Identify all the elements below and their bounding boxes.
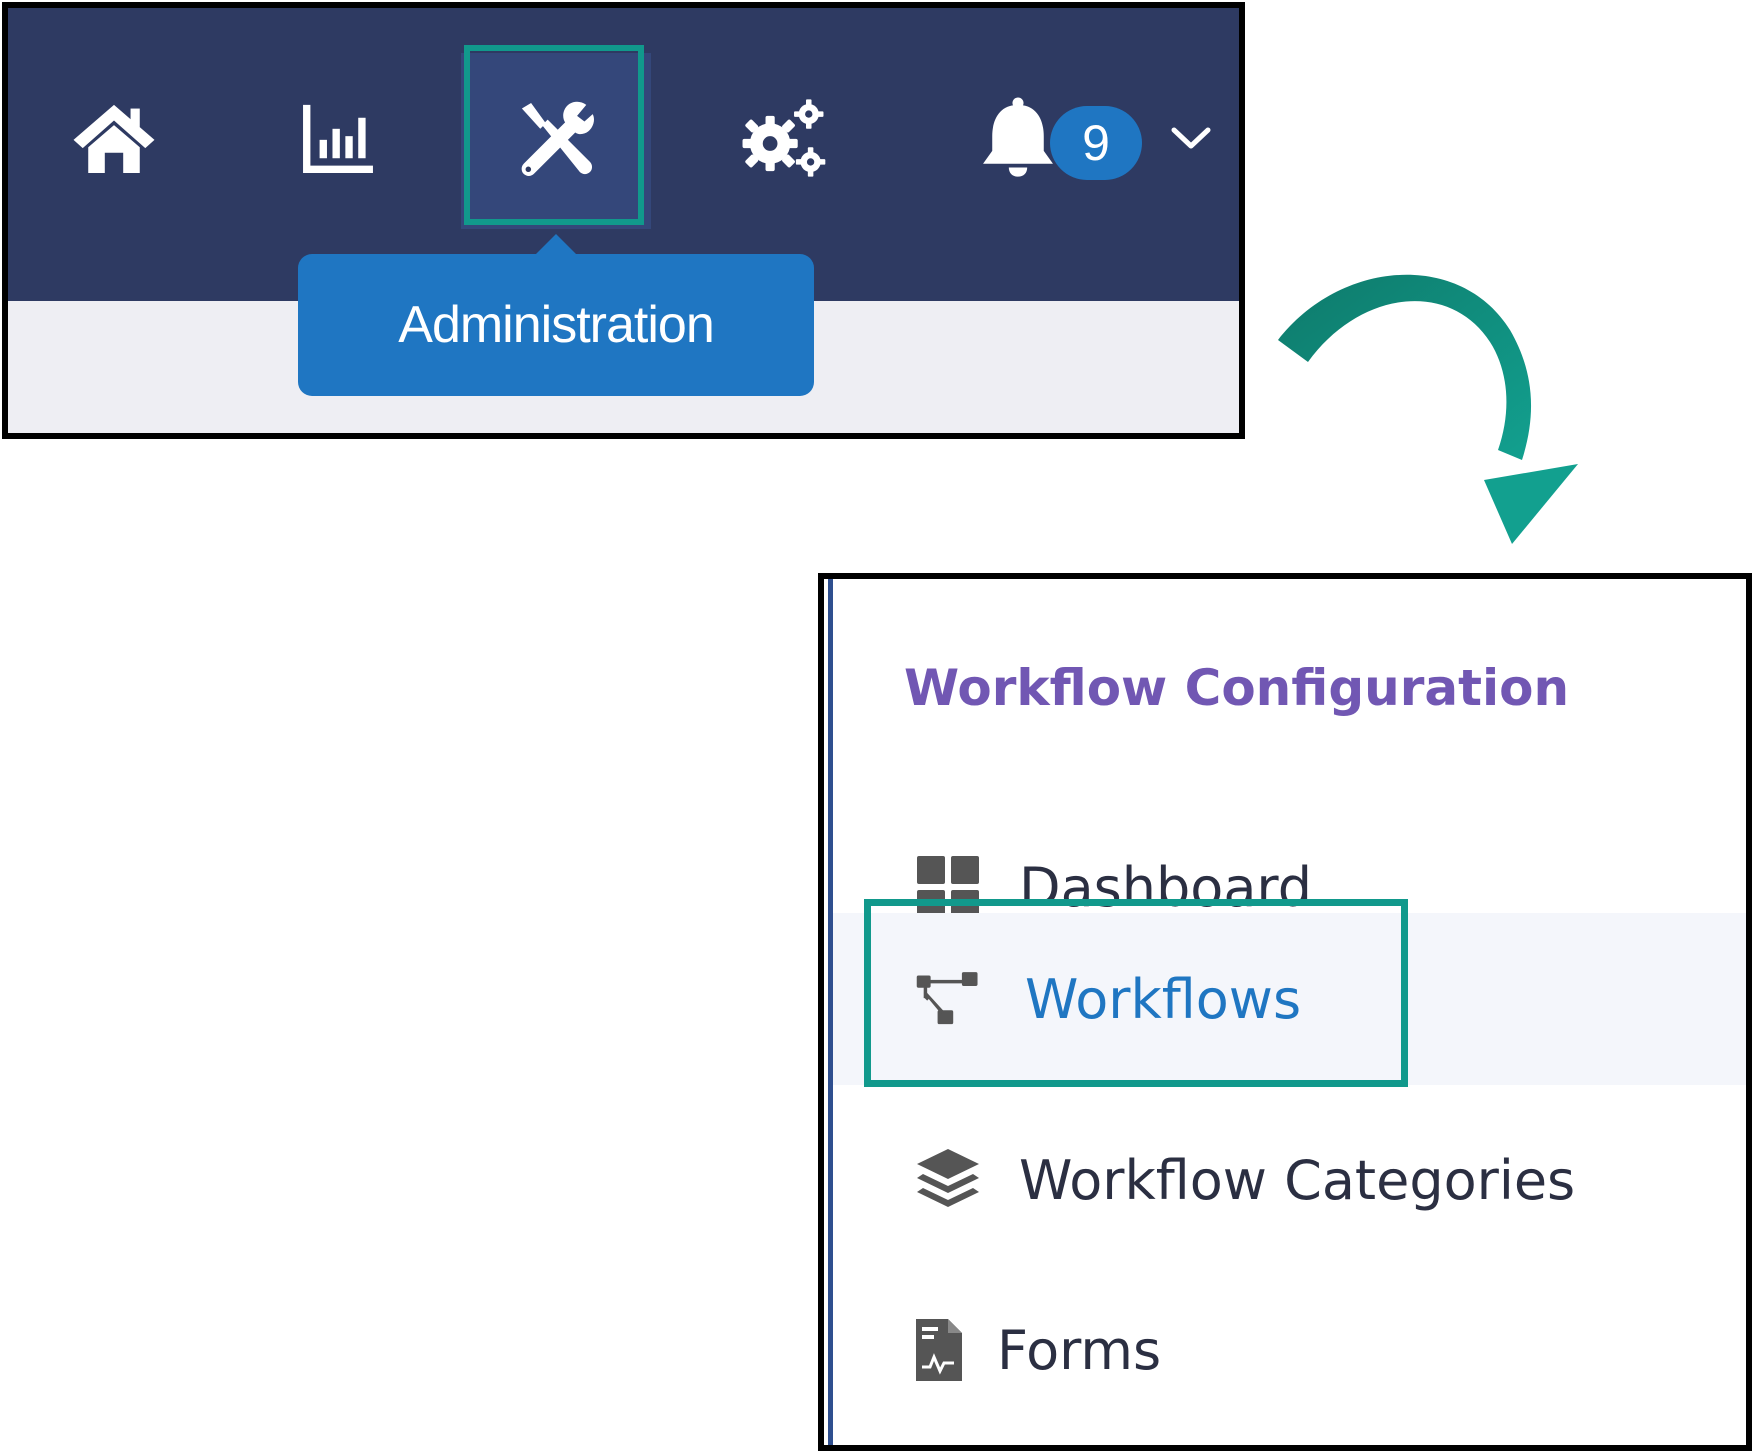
menu-section-title: Workflow Configuration <box>904 659 1570 717</box>
menu-item-label: Workflows <box>1025 967 1302 1031</box>
notification-badge[interactable]: 9 <box>1050 106 1142 180</box>
layers-icon <box>913 1145 983 1215</box>
administration-tooltip: Administration <box>298 254 814 396</box>
chart-icon[interactable] <box>288 88 388 188</box>
menu-item-workflows[interactable]: Workflows <box>833 913 1746 1085</box>
menu-item-label: Workflow Categories <box>1019 1148 1576 1212</box>
curved-arrow-icon <box>1278 274 1578 544</box>
gears-icon[interactable] <box>733 88 833 188</box>
menu-left-border <box>828 579 833 1445</box>
menu-item-label: Forms <box>997 1318 1162 1382</box>
menu-item-dashboard[interactable]: Dashboard <box>833 801 1746 973</box>
tools-icon[interactable] <box>505 88 605 188</box>
workflow-menu-panel: Workflow Configuration Dashboard <box>818 573 1752 1451</box>
menu-item-workflow-categories[interactable]: Workflow Categories <box>833 1094 1746 1266</box>
menu-item-label: Dashboard <box>1019 855 1312 919</box>
chevron-down-icon[interactable] <box>1166 118 1216 158</box>
tooltip-caret <box>534 234 578 256</box>
top-navbar: 9 <box>8 8 1239 301</box>
administration-highlight-box <box>464 45 644 225</box>
top-navbar-panel: 9 Administration <box>2 2 1245 439</box>
workflows-highlight-box <box>864 899 1408 1087</box>
workflow-icon <box>913 964 983 1034</box>
home-icon[interactable] <box>64 88 164 188</box>
menu-item-forms[interactable]: Forms <box>833 1264 1746 1436</box>
form-icon <box>911 1315 967 1385</box>
bell-icon[interactable] <box>968 88 1068 188</box>
